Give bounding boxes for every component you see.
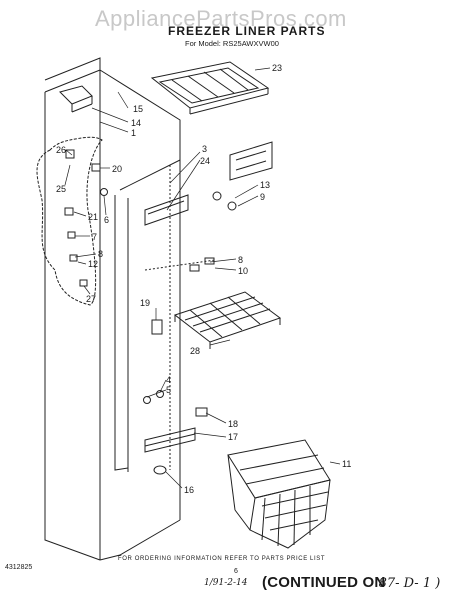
callout-16: 16 [184, 485, 194, 495]
callout-10: 10 [238, 266, 248, 276]
callout-9: 9 [260, 192, 265, 202]
document-number: 4312825 [5, 564, 33, 571]
callout-1: 1 [131, 128, 136, 138]
continued-reference: '87- D- 1 ) [375, 576, 441, 591]
callout-3: 3 [202, 144, 207, 154]
shelf-23 [150, 61, 270, 115]
watermark: AppliancePartsPros.com [95, 6, 347, 31]
callout-8-right: 8 [238, 255, 243, 265]
diagram-title: FREEZER LINER PARTS [168, 24, 326, 38]
callout-15: 15 [133, 104, 143, 114]
callout-5: 5 [166, 385, 171, 395]
callout-24: 24 [200, 156, 210, 166]
handwritten-date: 1/91-2-14 [204, 578, 248, 588]
callout-12: 12 [88, 259, 98, 269]
callout-14: 14 [131, 118, 141, 128]
callout-23: 23 [272, 63, 282, 73]
callout-27: 27 [86, 294, 96, 304]
bracket-15 [59, 85, 93, 113]
callout-6: 6 [104, 215, 109, 225]
wiring-harness [36, 136, 103, 306]
callout-19: 19 [140, 298, 150, 308]
callout-17: 17 [228, 432, 238, 442]
continued-label: (CONTINUED ON [262, 574, 386, 591]
callout-20: 20 [112, 164, 122, 174]
callout-26: 26 [56, 145, 66, 155]
panel-top-right [229, 141, 273, 181]
ordering-note: FOR ORDERING INFORMATION REFER TO PARTS … [118, 556, 326, 562]
callout-13: 13 [260, 180, 270, 190]
callout-25: 25 [56, 184, 66, 194]
callout-7: 7 [92, 232, 97, 242]
callout-4: 4 [166, 375, 171, 385]
wire-shelf-28 [173, 291, 282, 349]
callout-21: 21 [88, 212, 98, 222]
freezer-liner [44, 57, 181, 561]
model-line: For Model: RS25AWXVW00 [185, 39, 279, 48]
callout-11: 11 [342, 459, 351, 469]
freezer-basket-11 [227, 439, 331, 549]
rail-17 [144, 427, 196, 453]
callout-18: 18 [228, 419, 238, 429]
shelf-support-3 [144, 194, 189, 226]
page-number: 6 [234, 568, 238, 575]
callout-8-left: 8 [98, 249, 103, 259]
callout-28: 28 [190, 346, 200, 356]
